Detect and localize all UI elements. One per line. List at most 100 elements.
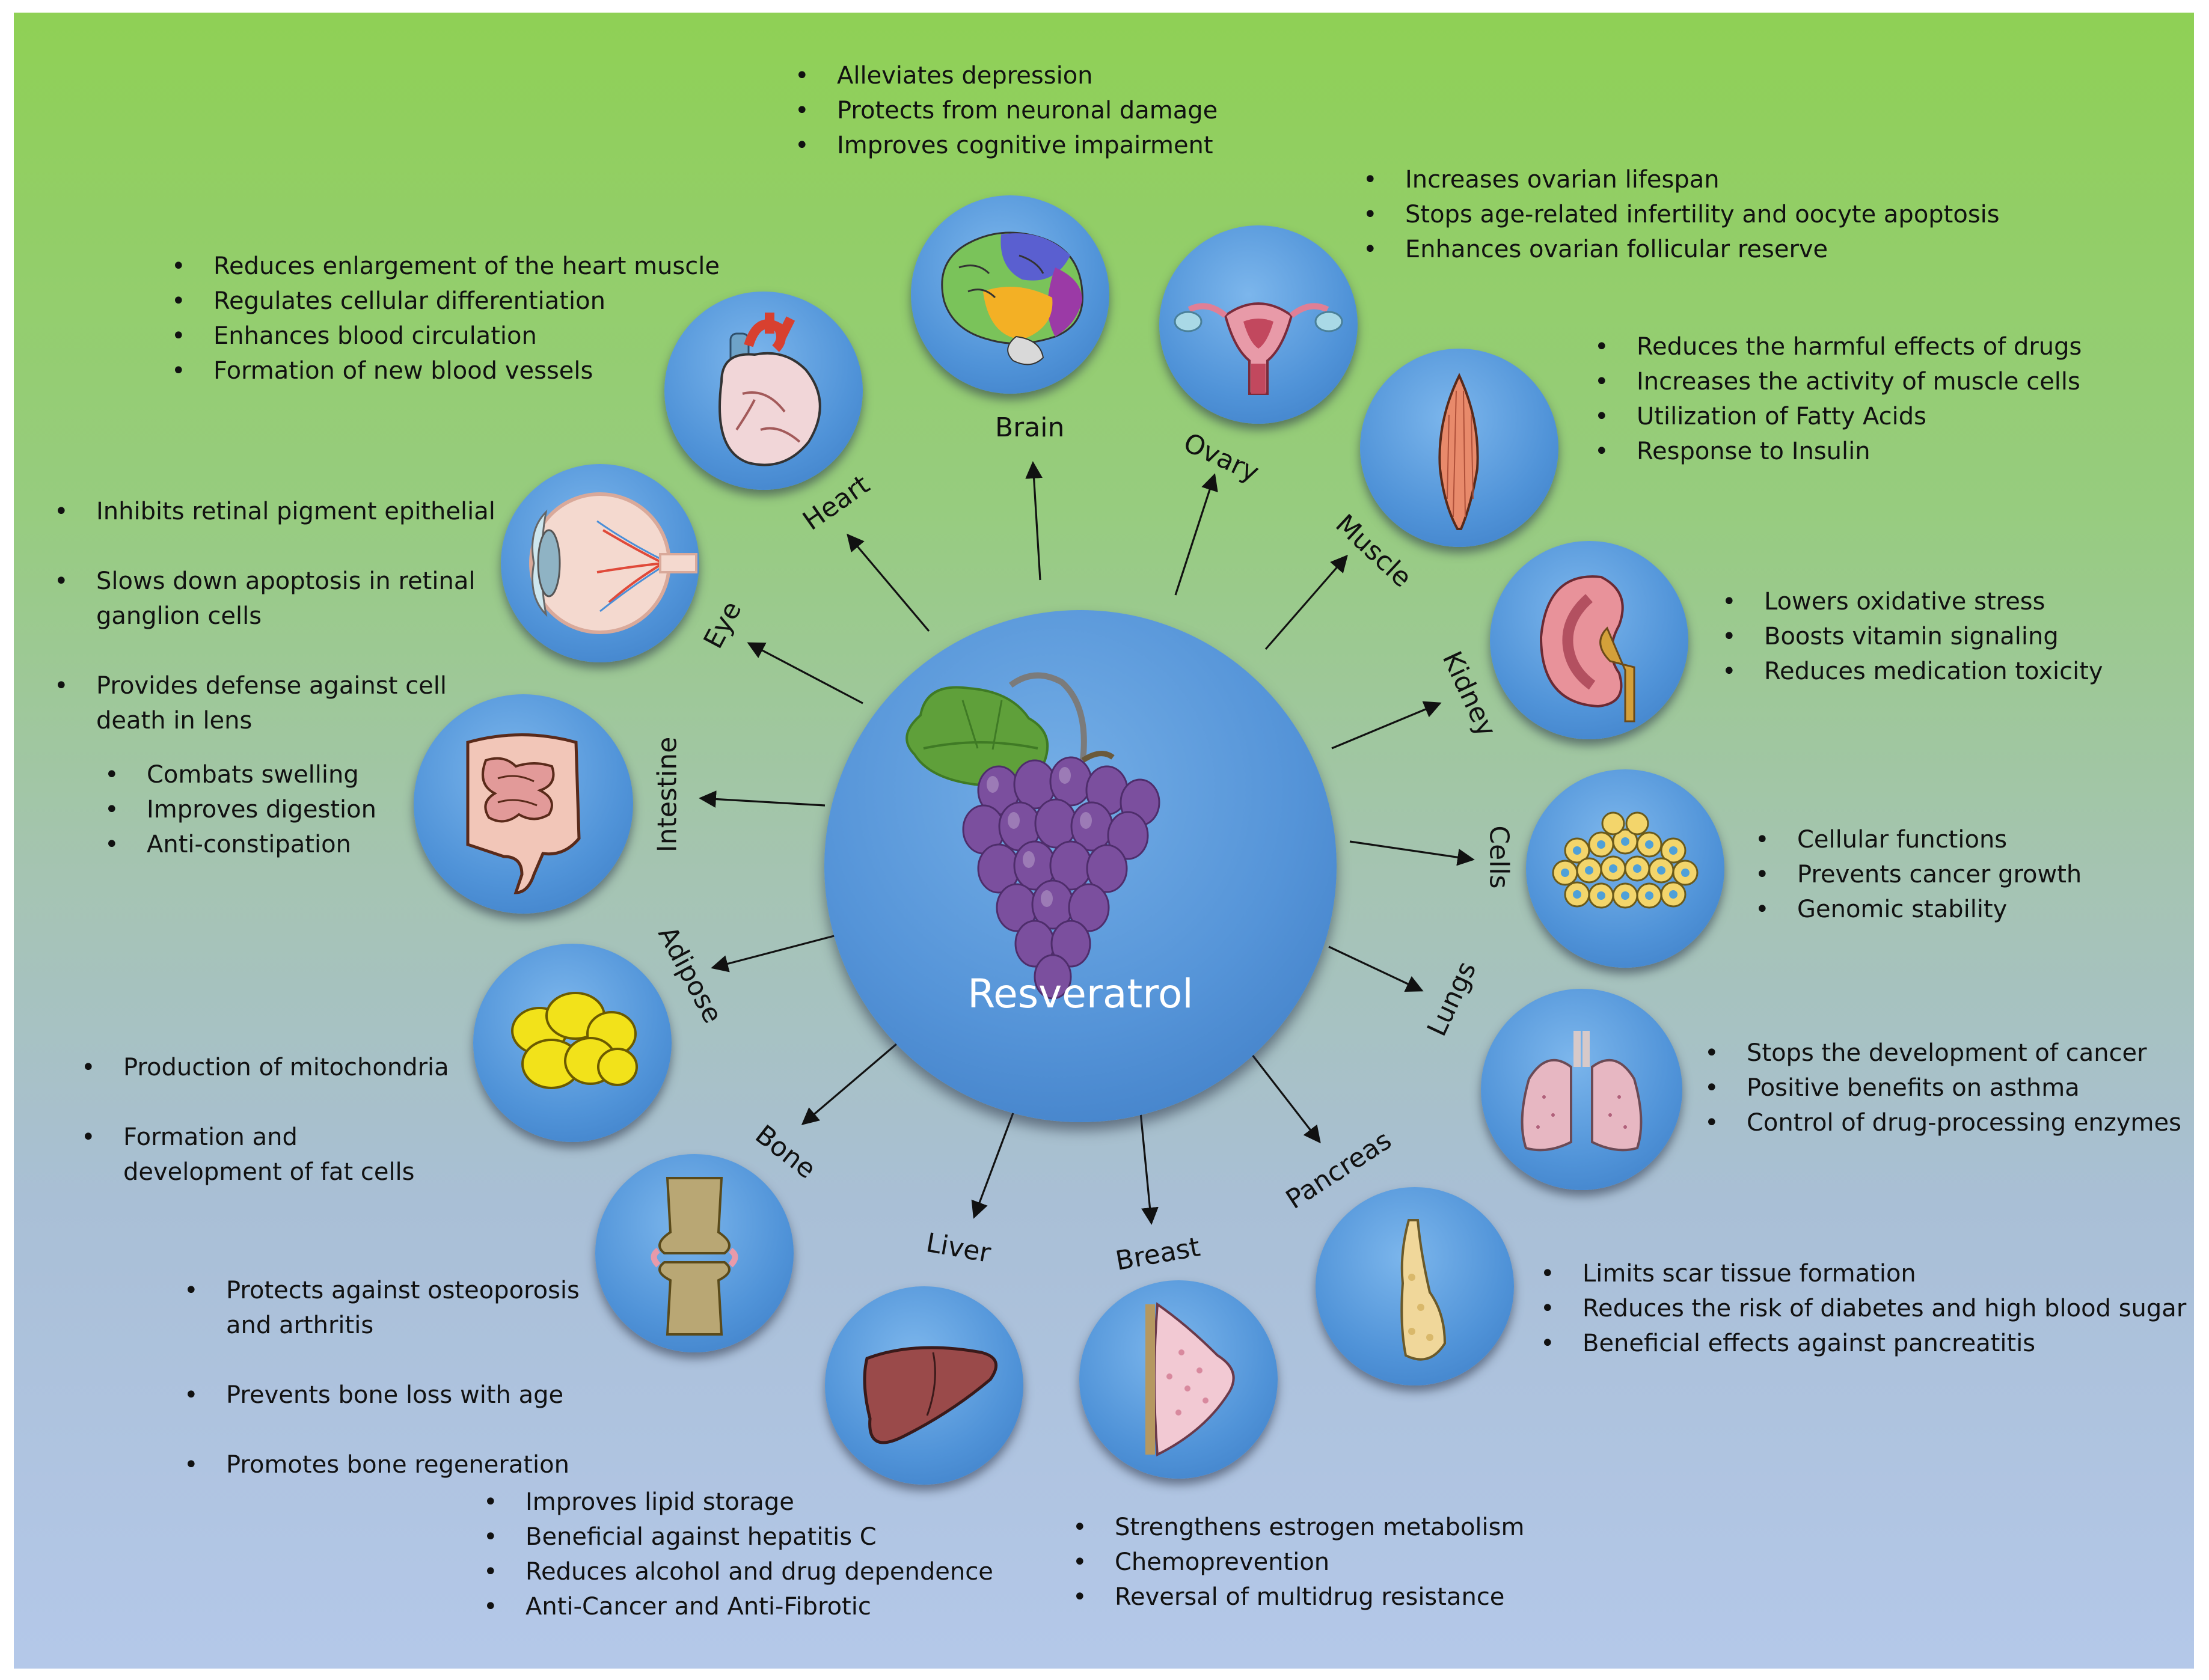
- list-item: Reduces enlargement of the heart muscle: [169, 249, 720, 284]
- muscle-circle: [1360, 349, 1558, 547]
- ovary-icon: [1174, 302, 1343, 395]
- muscle-icon: [1438, 373, 1479, 530]
- pancreas-circle: [1316, 1187, 1514, 1385]
- list-item: Enhances blood circulation: [169, 319, 720, 353]
- kidney-icon: [1539, 575, 1635, 722]
- list-item: Strengthens estrogen metabolism: [1070, 1510, 1524, 1545]
- list-item: Beneficial against hepatitis C: [481, 1520, 993, 1554]
- list-item: Cellular functions: [1753, 822, 2082, 857]
- arrow-eye: [747, 642, 863, 704]
- list-item: Provides defense against cell death in l…: [52, 668, 495, 738]
- list-item: Formation and development of fat cells: [79, 1120, 449, 1190]
- arrow-lungs: [1328, 945, 1424, 992]
- list-item: Enhances ovarian follicular reserve: [1361, 232, 2000, 267]
- list-item: Increases the activity of muscle cells: [1592, 364, 2082, 399]
- list-item: Control of drug-processing enzymes: [1702, 1105, 2181, 1140]
- arrow-cells: [1349, 840, 1475, 866]
- list-item: Formation of new blood vessels: [169, 353, 720, 388]
- arrow-pancreas: [1246, 1048, 1321, 1144]
- breast-icon: [1145, 1302, 1235, 1457]
- eye-circle: [501, 464, 699, 662]
- list-item: Boosts vitamin signaling: [1720, 619, 2103, 654]
- intestine-label: Intestine: [652, 736, 683, 853]
- breast-effects: Strengthens estrogen metabolism Chemopre…: [1070, 1510, 1524, 1614]
- arrow-heart: [847, 533, 930, 632]
- intestine-icon: [466, 733, 581, 894]
- bone-circle: [595, 1154, 794, 1352]
- grape-icon: [905, 672, 1160, 1000]
- intestine-effects: Combats swelling Improves digestion Anti…: [102, 757, 376, 862]
- arrow-liver: [971, 1096, 1020, 1219]
- list-item: Limits scar tissue formation: [1538, 1256, 2186, 1291]
- list-item: Production of mitochondria: [79, 1050, 449, 1085]
- breast-circle: [1079, 1280, 1278, 1479]
- lungs-circle: [1481, 989, 1682, 1190]
- arrow-muscle: [1264, 554, 1348, 650]
- list-item: Lowers oxidative stress: [1720, 584, 2103, 619]
- list-item: Prevents bone loss with age: [182, 1378, 580, 1413]
- list-item: Chemoprevention: [1070, 1545, 1524, 1580]
- list-item: Protects against osteoporosis and arthri…: [182, 1273, 580, 1343]
- ovary-circle: [1159, 225, 1358, 424]
- list-item: Reversal of multidrug resistance: [1070, 1580, 1524, 1614]
- cells-icon: [1552, 811, 1699, 909]
- list-item: Improves cognitive impairment: [792, 128, 1218, 163]
- liver-circle: [825, 1286, 1023, 1485]
- liver-icon: [863, 1346, 997, 1444]
- adipose-circle: [473, 944, 672, 1142]
- brain-icon: [941, 231, 1083, 365]
- arrow-breast: [1138, 1099, 1159, 1225]
- kidney-circle: [1490, 541, 1688, 739]
- list-item: Inhibits retinal pigment epithelial: [52, 494, 495, 529]
- list-item: Regulates cellular differentiation: [169, 284, 720, 319]
- list-item: Reduces the risk of diabetes and high bl…: [1538, 1291, 2186, 1326]
- list-item: Protects from neuronal damage: [792, 93, 1218, 128]
- arrow-brain: [1025, 461, 1043, 581]
- list-item: Reduces the harmful effects of drugs: [1592, 329, 2082, 364]
- eye-icon: [529, 492, 697, 634]
- heart-icon: [718, 313, 821, 466]
- cells-effects: Cellular functions Prevents cancer growt…: [1753, 822, 2082, 927]
- list-item: Improves digestion: [102, 792, 376, 827]
- list-item: Positive benefits on asthma: [1702, 1071, 2181, 1105]
- brain-effects: Alleviates depression Protects from neur…: [792, 58, 1218, 163]
- list-item: Alleviates depression: [792, 58, 1218, 93]
- bone-icon: [651, 1177, 738, 1336]
- list-item: Promotes bone regeneration: [182, 1447, 580, 1482]
- cells-label: Cells: [1483, 825, 1515, 889]
- brain-circle: [911, 195, 1109, 394]
- list-item: Improves lipid storage: [481, 1485, 993, 1520]
- list-item: Prevents cancer growth: [1753, 857, 2082, 892]
- list-item: Response to Insulin: [1592, 434, 2082, 469]
- list-item: Beneficial effects against pancreatitis: [1538, 1326, 2186, 1361]
- heart-effects: Reduces enlargement of the heart muscle …: [169, 249, 720, 388]
- pancreas-icon: [1400, 1219, 1447, 1361]
- brain-label: Brain: [995, 412, 1065, 443]
- list-item: Reduces alcohol and drug dependence: [481, 1554, 993, 1589]
- arrow-bone: [801, 1036, 906, 1125]
- resveratrol-circle: Resveratrol: [824, 610, 1337, 1122]
- list-item: Stops the development of cancer: [1702, 1036, 2181, 1071]
- list-item: Reduces medication toxicity: [1720, 654, 2103, 689]
- list-item: Anti-Cancer and Anti-Fibrotic: [481, 1589, 993, 1624]
- list-item: Increases ovarian lifespan: [1361, 162, 2000, 197]
- center-label: Resveratrol: [967, 971, 1193, 1017]
- arrow-intestine: [699, 790, 826, 808]
- list-item: Utilization of Fatty Acids: [1592, 399, 2082, 434]
- arrow-kidney: [1331, 701, 1442, 750]
- kidney-effects: Lowers oxidative stress Boosts vitamin s…: [1720, 584, 2103, 689]
- cells-circle: [1526, 769, 1724, 968]
- ovary-effects: Increases ovarian lifespan Stops age-rel…: [1361, 162, 2000, 267]
- arrow-ovary: [1174, 473, 1218, 596]
- adipose-effects: Production of mitochondria Formation and…: [79, 1015, 449, 1224]
- list-item: Anti-constipation: [102, 827, 376, 862]
- list-item: Slows down apoptosis in retinal ganglion…: [52, 564, 495, 634]
- muscle-effects: Reduces the harmful effects of drugs Inc…: [1592, 329, 2082, 469]
- pancreas-effects: Limits scar tissue formation Reduces the…: [1538, 1256, 2186, 1361]
- list-item: Genomic stability: [1753, 892, 2082, 927]
- eye-effects: Inhibits retinal pigment epithelial Slow…: [52, 459, 495, 773]
- adipose-icon: [511, 992, 638, 1089]
- list-item: Stops age-related infertility and oocyte…: [1361, 197, 2000, 232]
- lungs-effects: Stops the development of cancer Positive…: [1702, 1036, 2181, 1140]
